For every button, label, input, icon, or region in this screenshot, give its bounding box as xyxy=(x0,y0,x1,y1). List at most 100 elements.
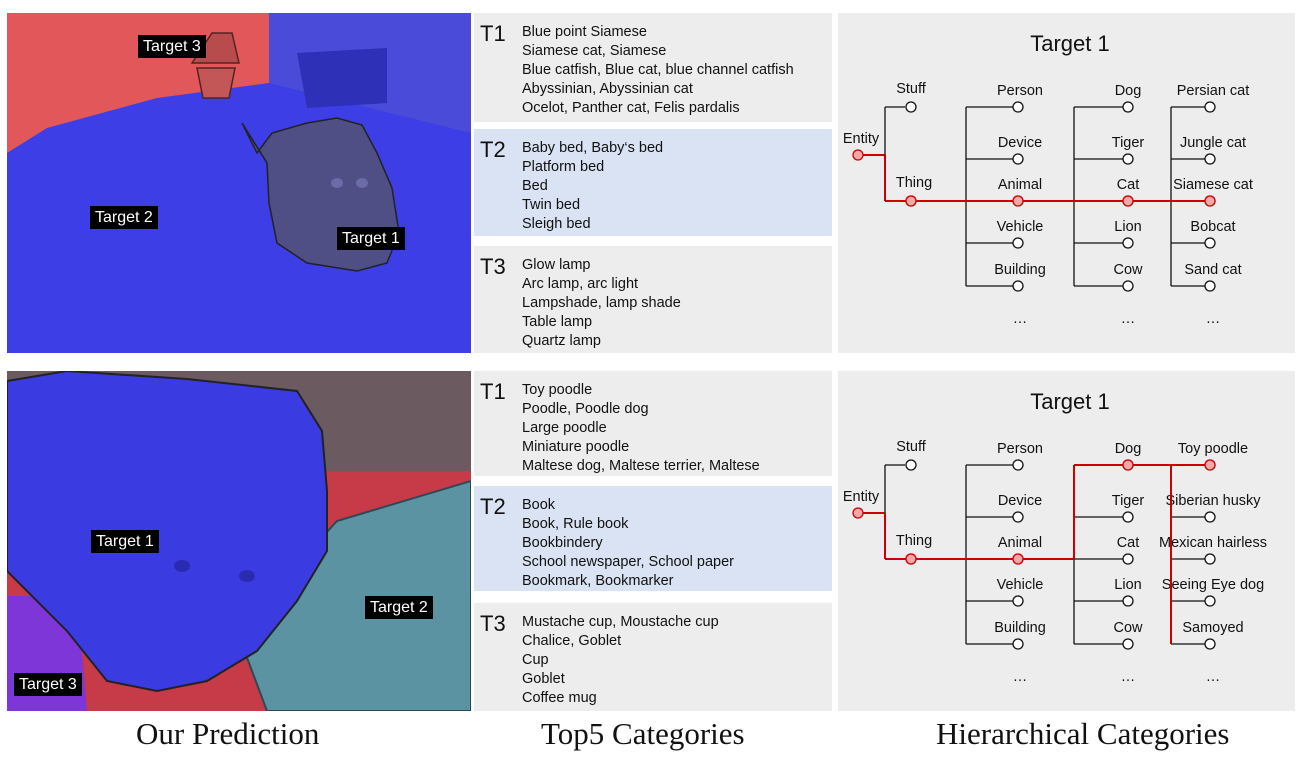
list-item: Siamese cat, Siamese xyxy=(522,43,667,59)
list-item: Goblet xyxy=(522,671,565,687)
tree-root-label: Entity xyxy=(843,489,880,505)
category-list: Blue point Siamese Siamese cat, Siamese … xyxy=(522,23,794,118)
tree-node-circle xyxy=(905,101,917,113)
top5-t2-panel: T2 Book Book, Rule book Bookbindery Scho… xyxy=(474,486,832,591)
top5-t3-panel: T3 Mustache cup, Moustache cup Chalice, … xyxy=(474,603,832,711)
tree-title: Target 1 xyxy=(1030,389,1110,414)
tree-node-circle xyxy=(1012,280,1024,292)
tree-node-circle xyxy=(1012,638,1024,650)
tree-node-label: Animal xyxy=(998,177,1042,193)
tree-node-circle xyxy=(1122,101,1134,113)
group-key: T1 xyxy=(480,21,506,46)
list-item: Large poodle xyxy=(522,420,607,436)
tree-ellipsis: … xyxy=(1121,311,1136,327)
list-item: Ocelot, Panther cat, Felis pardalis xyxy=(522,100,740,116)
tree-node-label: Mexican hairless xyxy=(1159,535,1267,551)
target-2-label: Target 2 xyxy=(365,596,433,619)
tree-node-label: Thing xyxy=(896,533,932,549)
tree-node-circle xyxy=(1122,237,1134,249)
tree-node-circle xyxy=(1204,459,1216,471)
tree-node-label: Dog xyxy=(1115,441,1142,457)
list-item: Miniature poodle xyxy=(522,439,630,455)
group-key: T2 xyxy=(480,137,506,162)
tree-node-label: Tiger xyxy=(1112,493,1145,509)
list-item: Chalice, Goblet xyxy=(522,633,622,649)
tree-node-label: Bobcat xyxy=(1190,219,1235,235)
caption-top5: Top5 Categories xyxy=(541,716,745,751)
tree-node-circle xyxy=(1204,101,1216,113)
tree-node-label: Lion xyxy=(1114,577,1141,593)
target-1-label: Target 1 xyxy=(91,530,159,553)
tree-node-label: Building xyxy=(994,262,1046,278)
tree-node-label: Jungle cat xyxy=(1180,135,1246,151)
list-item: Cup xyxy=(522,652,549,668)
tree-node-label: Stuff xyxy=(896,439,927,455)
tree-node-circle xyxy=(852,149,864,161)
category-list: Toy poodle Poodle, Poodle dog Large pood… xyxy=(522,381,760,476)
tree-node-circle xyxy=(852,507,864,519)
group-key: T3 xyxy=(480,254,506,279)
tree-node-circle xyxy=(1204,195,1216,207)
tree-node-circle xyxy=(1012,511,1024,523)
list-item: Book, Rule book xyxy=(522,516,629,532)
top5-t1-panel: T1 Blue point Siamese Siamese cat, Siame… xyxy=(474,13,832,122)
tree-node-circle xyxy=(1012,153,1024,165)
tree-node-label: Cow xyxy=(1113,620,1143,636)
tree-title: Target 1 xyxy=(1030,31,1110,56)
list-item: Blue point Siamese xyxy=(522,24,647,40)
tree-node-circle xyxy=(1122,280,1134,292)
tree-node-label: Device xyxy=(998,135,1042,151)
category-list: Mustache cup, Moustache cup Chalice, Gob… xyxy=(522,613,719,708)
list-item: Quartz lamp xyxy=(522,333,601,349)
tree-node-label: Samoyed xyxy=(1182,620,1243,636)
tree-node-label: Siberian husky xyxy=(1165,493,1261,509)
tree-node-circle xyxy=(905,553,917,565)
list-item: Maltese dog, Maltese terrier, Maltese xyxy=(522,458,760,474)
tree-root-label: Entity xyxy=(843,131,880,147)
category-list: Baby bed, Baby‘s bed Platform bed Bed Tw… xyxy=(522,139,663,234)
list-item: Lampshade, lamp shade xyxy=(522,295,681,311)
top5-t1-panel: T1 Toy poodle Poodle, Poodle dog Large p… xyxy=(474,371,832,476)
tree-node-circle xyxy=(1122,153,1134,165)
tree-node-label: Dog xyxy=(1115,83,1142,99)
tree-node-label: Device xyxy=(998,493,1042,509)
tree-node-circle xyxy=(1012,195,1024,207)
tree-node-label: Cat xyxy=(1117,535,1140,551)
list-item: Coffee mug xyxy=(522,690,597,706)
tree-node-circle xyxy=(1012,553,1024,565)
tree-node-circle xyxy=(1204,237,1216,249)
tree-node-label: Sand cat xyxy=(1184,262,1241,278)
list-item: Sleigh bed xyxy=(522,216,591,232)
group-key: T2 xyxy=(480,494,506,519)
tree-node-circle xyxy=(1122,459,1134,471)
caption-prediction: Our Prediction xyxy=(136,716,320,751)
tree-node-label: Thing xyxy=(896,175,932,191)
list-item: Bookmark, Bookmarker xyxy=(522,573,674,589)
tree-node-circle xyxy=(1012,459,1024,471)
tree-node-circle xyxy=(1012,595,1024,607)
tree-node-circle xyxy=(1204,511,1216,523)
list-item: Twin bed xyxy=(522,197,581,213)
tree-ellipsis: … xyxy=(1121,669,1136,685)
list-item: Table lamp xyxy=(522,314,593,330)
tree-node-label: Tiger xyxy=(1112,135,1145,151)
tree-node-label: Seeing Eye dog xyxy=(1162,577,1264,593)
tree-node-circle xyxy=(1012,101,1024,113)
top5-t3-panel: T3 Glow lamp Arc lamp, arc light Lampsha… xyxy=(474,246,832,353)
list-item: Arc lamp, arc light xyxy=(522,276,639,292)
tree-node-circle xyxy=(1204,153,1216,165)
list-item: Toy poodle xyxy=(522,382,593,398)
tree-node-label: Cat xyxy=(1117,177,1140,193)
hierarchy-tree: Target 1EntityStuffThingPersonDeviceAnim… xyxy=(843,31,1253,327)
group-key: T3 xyxy=(480,611,506,636)
category-list: Book Book, Rule book Bookbindery School … xyxy=(522,496,734,591)
tree-node-circle xyxy=(1204,280,1216,292)
top5-t2-panel: T2 Baby bed, Baby‘s bed Platform bed Bed… xyxy=(474,129,832,236)
tree-ellipsis: … xyxy=(1013,669,1028,685)
group-key: T1 xyxy=(480,379,506,404)
tree-node-label: Persian cat xyxy=(1177,83,1250,99)
list-item: Platform bed xyxy=(522,159,605,175)
hierarchy-tree: Target 1EntityStuffThingPersonDeviceAnim… xyxy=(843,389,1267,685)
